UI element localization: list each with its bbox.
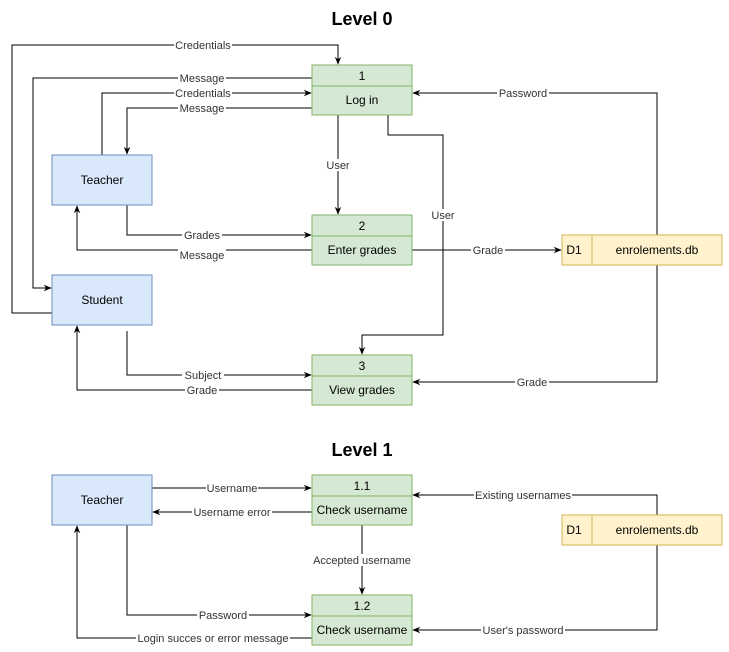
flow-grade-store-p3 (412, 250, 658, 386)
label-message-p2: Message (180, 250, 225, 262)
label-message-teacher: Message (180, 103, 225, 115)
label-username-error: Username error (193, 507, 270, 519)
datastore-id: D1 (566, 243, 582, 257)
student-entity[interactable]: Student (51, 274, 153, 326)
flow-message-teacher (123, 107, 312, 155)
teacher-entity[interactable]: Teacher (51, 154, 153, 206)
label-credentials-teacher: Credentials (175, 88, 231, 100)
label-grade-store: Grade (473, 245, 504, 257)
datastore-d1-level0[interactable]: D1 enrolements.db (561, 234, 723, 266)
process-1-1-label: Check username (317, 503, 408, 517)
process-1-2-label: Check username (317, 623, 408, 637)
process-3-number: 3 (359, 359, 366, 373)
flow-grade-student (73, 325, 312, 391)
datastore-d1-level1[interactable]: D1 enrolements.db (561, 514, 723, 546)
flow-password (412, 89, 658, 251)
label-username: Username (207, 483, 258, 495)
process-1-login[interactable]: 1 Log in (311, 64, 413, 116)
label-accepted-username: Accepted username (313, 555, 411, 567)
process-2-label: Enter grades (328, 243, 397, 257)
label-credentials-student: Credentials (175, 40, 231, 52)
process-1-1[interactable]: 1.1 Check username (311, 474, 413, 526)
label-login-result: Login succes or error message (137, 633, 288, 645)
process-1-label: Log in (346, 93, 379, 107)
flow-subject (126, 331, 312, 379)
process-3-label: View grades (329, 383, 395, 397)
label-message-student: Message (180, 73, 225, 85)
label-grade-store-p3: Grade (517, 377, 548, 389)
label-password-l1: Password (199, 610, 247, 622)
flow-credentials-teacher (101, 89, 312, 155)
flow-grades (126, 205, 312, 239)
flow-message-p2 (73, 205, 312, 251)
label-user-p1-p2: User (326, 160, 350, 172)
flow-password-l1 (126, 525, 312, 619)
process-2-enter-grades[interactable]: 2 Enter grades (311, 214, 413, 266)
level1-title: Level 1 (331, 440, 392, 460)
process-1-2[interactable]: 1.2 Check username (311, 594, 413, 646)
label-password: Password (499, 88, 547, 100)
process-1-2-number: 1.2 (354, 599, 371, 613)
label-grade-student: Grade (187, 385, 218, 397)
datastore-l1-id: D1 (566, 523, 582, 537)
process-1-1-number: 1.1 (354, 479, 371, 493)
label-subject: Subject (185, 370, 222, 382)
label-user-p1-p3: User (431, 210, 455, 222)
teacher-entity-l1-label: Teacher (81, 493, 124, 507)
flow-credentials-student (11, 44, 342, 314)
datastore-label: enrolements.db (616, 243, 699, 257)
process-3-view-grades[interactable]: 3 View grades (311, 354, 413, 406)
student-entity-label: Student (81, 293, 123, 307)
level0-title: Level 0 (331, 9, 392, 29)
teacher-entity-label: Teacher (81, 173, 124, 187)
flow-user-p1-p3 (358, 115, 444, 355)
process-1-number: 1 (359, 69, 366, 83)
teacher-entity-l1[interactable]: Teacher (51, 474, 153, 526)
label-grades: Grades (184, 230, 221, 242)
flow-message-student (32, 77, 312, 292)
flow-login-result (73, 525, 312, 639)
label-users-password: User's password (483, 625, 564, 637)
label-existing-usernames: Existing usernames (475, 490, 571, 502)
process-2-number: 2 (359, 219, 366, 233)
datastore-l1-label: enrolements.db (616, 523, 699, 537)
